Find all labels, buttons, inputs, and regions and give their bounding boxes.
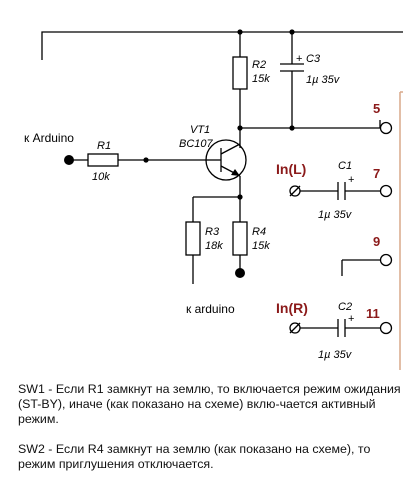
c1-value: 1µ 35v: [318, 209, 353, 221]
sw1-note: SW1 - Если R1 замкнут на землю, то включ…: [18, 382, 401, 426]
resistor-r2: [232, 56, 248, 90]
vt1-type: BC107: [179, 138, 214, 150]
r4-name: R4: [252, 226, 266, 238]
pin-9-label: 9: [373, 234, 380, 249]
in-right-jack-slash: [289, 322, 301, 334]
arduino-bottom-label: к arduino: [186, 302, 235, 316]
r2-value: 15k: [252, 73, 270, 85]
r4-value: 15k: [252, 240, 270, 252]
r1-name: R1: [97, 140, 111, 152]
transistor-collector: [220, 143, 241, 155]
pin-5-terminal: [379, 121, 393, 135]
emitter-arrow: [231, 169, 240, 176]
vt1-name: VT1: [190, 124, 210, 136]
c3-value: 1µ 35v: [306, 74, 341, 86]
pin-9-terminal: [379, 253, 393, 267]
circuit-schematic: к Arduino R1 10k R2 15k + C3 1µ 35v VT1 …: [24, 29, 403, 370]
pin-11-terminal: [379, 321, 393, 335]
junction-dot: [237, 125, 243, 131]
c2-name: C2: [338, 301, 352, 313]
junction-dot: [289, 125, 295, 131]
r1-value: 10k: [92, 171, 110, 183]
c2-value: 1µ 35v: [318, 349, 353, 361]
arduino-left-label: к Arduino: [24, 131, 74, 145]
junction-dot: [237, 29, 243, 35]
junction-dot: [289, 29, 295, 35]
pin-5-label: 5: [373, 101, 380, 116]
arduino-input-terminal: [64, 155, 74, 165]
in-right-label: In(R): [276, 300, 308, 316]
in-left-label: In(L): [276, 161, 306, 177]
c3-name: C3: [306, 53, 321, 65]
sw2-note: SW2 - Если R4 замкнут на землю (как пока…: [18, 442, 371, 471]
resistor-r1: [87, 153, 119, 167]
pin-11-label: 11: [366, 306, 380, 321]
top-rail-wire: [41, 31, 403, 60]
resistor-r4: [232, 221, 248, 256]
resistor-r3: [185, 221, 201, 256]
in-left-jack-slash: [289, 185, 301, 197]
pin-7-terminal: [379, 184, 393, 198]
arduino-mute-terminal: [235, 268, 245, 278]
r3-name: R3: [205, 226, 220, 238]
c3-plus: +: [296, 53, 302, 65]
r3-value: 18k: [205, 240, 223, 252]
c1-plus: +: [348, 174, 354, 186]
c2-plus: +: [348, 313, 354, 325]
c1-name: C1: [338, 160, 352, 172]
pin-7-label: 7: [373, 166, 380, 181]
r2-name: R2: [252, 59, 266, 71]
